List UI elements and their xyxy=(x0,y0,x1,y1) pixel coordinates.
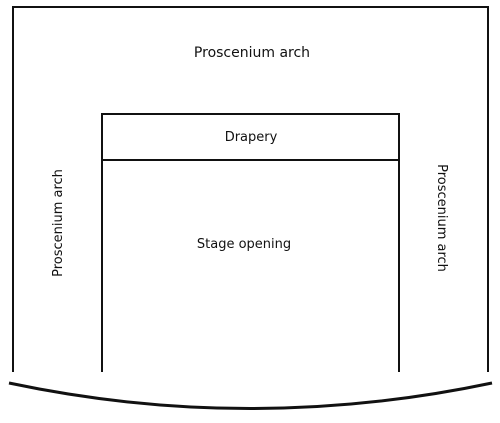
stage-opening-frame xyxy=(101,113,400,372)
drapery-label: Drapery xyxy=(225,130,278,145)
stage-apron-curve xyxy=(8,381,493,410)
proscenium-frame-outline xyxy=(12,6,489,372)
right-proscenium-arch-label: Proscenium arch xyxy=(434,164,449,272)
top-proscenium-arch-label: Proscenium arch xyxy=(194,45,310,61)
stage-opening-label: Stage opening xyxy=(197,237,291,252)
left-proscenium-arch-label: Proscenium arch xyxy=(51,169,66,277)
